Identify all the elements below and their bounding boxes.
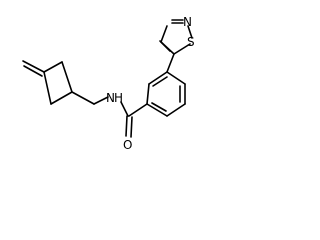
amide-nh: N H bbox=[106, 91, 123, 105]
bond-isothiazole-2 bbox=[160, 25, 168, 43]
bond-methylene-double-1 bbox=[22, 60, 45, 73]
ring-nitrogen-label: N bbox=[183, 15, 192, 29]
bond-cyclobutane-4 bbox=[43, 71, 52, 105]
bond-n-to-carbonyl bbox=[120, 101, 129, 117]
bond-benzene-1 bbox=[146, 83, 150, 105]
bond-cyclobutane-3 bbox=[50, 91, 73, 105]
methylene-linker bbox=[71, 91, 109, 105]
bond-ring-to-ch2 bbox=[71, 91, 95, 105]
benzene-ring bbox=[146, 71, 186, 117]
cyclobutane-ring bbox=[43, 61, 73, 105]
methylene-group bbox=[22, 60, 45, 77]
bond-benzene-6 bbox=[146, 103, 168, 117]
bond-isothiazole-inner-1 bbox=[159, 40, 171, 52]
bond-isothiazole-4 bbox=[187, 25, 193, 39]
bond-cyclobutane-2 bbox=[61, 61, 73, 93]
bond-isothiazole-5 bbox=[173, 43, 191, 55]
bond-ch2-to-n bbox=[93, 96, 109, 105]
bond-cyclobutane-1 bbox=[43, 61, 63, 73]
bond-methylene-double-2 bbox=[23, 65, 43, 77]
amide-hydrogen-label: H bbox=[114, 91, 123, 105]
bond-benzene-inner-1 bbox=[152, 76, 168, 87]
isothiazole-ring: N S bbox=[159, 15, 195, 55]
ring-sulfur-label: S bbox=[187, 35, 195, 49]
bond-benzene-3 bbox=[166, 71, 186, 85]
bond-benzene-5 bbox=[166, 103, 186, 117]
bond-benzene-2 bbox=[148, 71, 168, 85]
molecule-structure: N H O N S bbox=[22, 15, 195, 152]
bond-benzene-inner-3 bbox=[151, 102, 167, 112]
bond-carbonyl-double-1 bbox=[125, 115, 128, 137]
bond-benzene-to-isothiazole bbox=[166, 53, 175, 73]
carbonyl-oxygen-label: O bbox=[123, 138, 132, 152]
carbonyl-group: O bbox=[123, 115, 133, 152]
bond-carbonyl-to-benzene bbox=[128, 103, 148, 117]
amide-nitrogen-label: N bbox=[106, 91, 115, 105]
bond-carbonyl-double-2 bbox=[130, 116, 133, 138]
